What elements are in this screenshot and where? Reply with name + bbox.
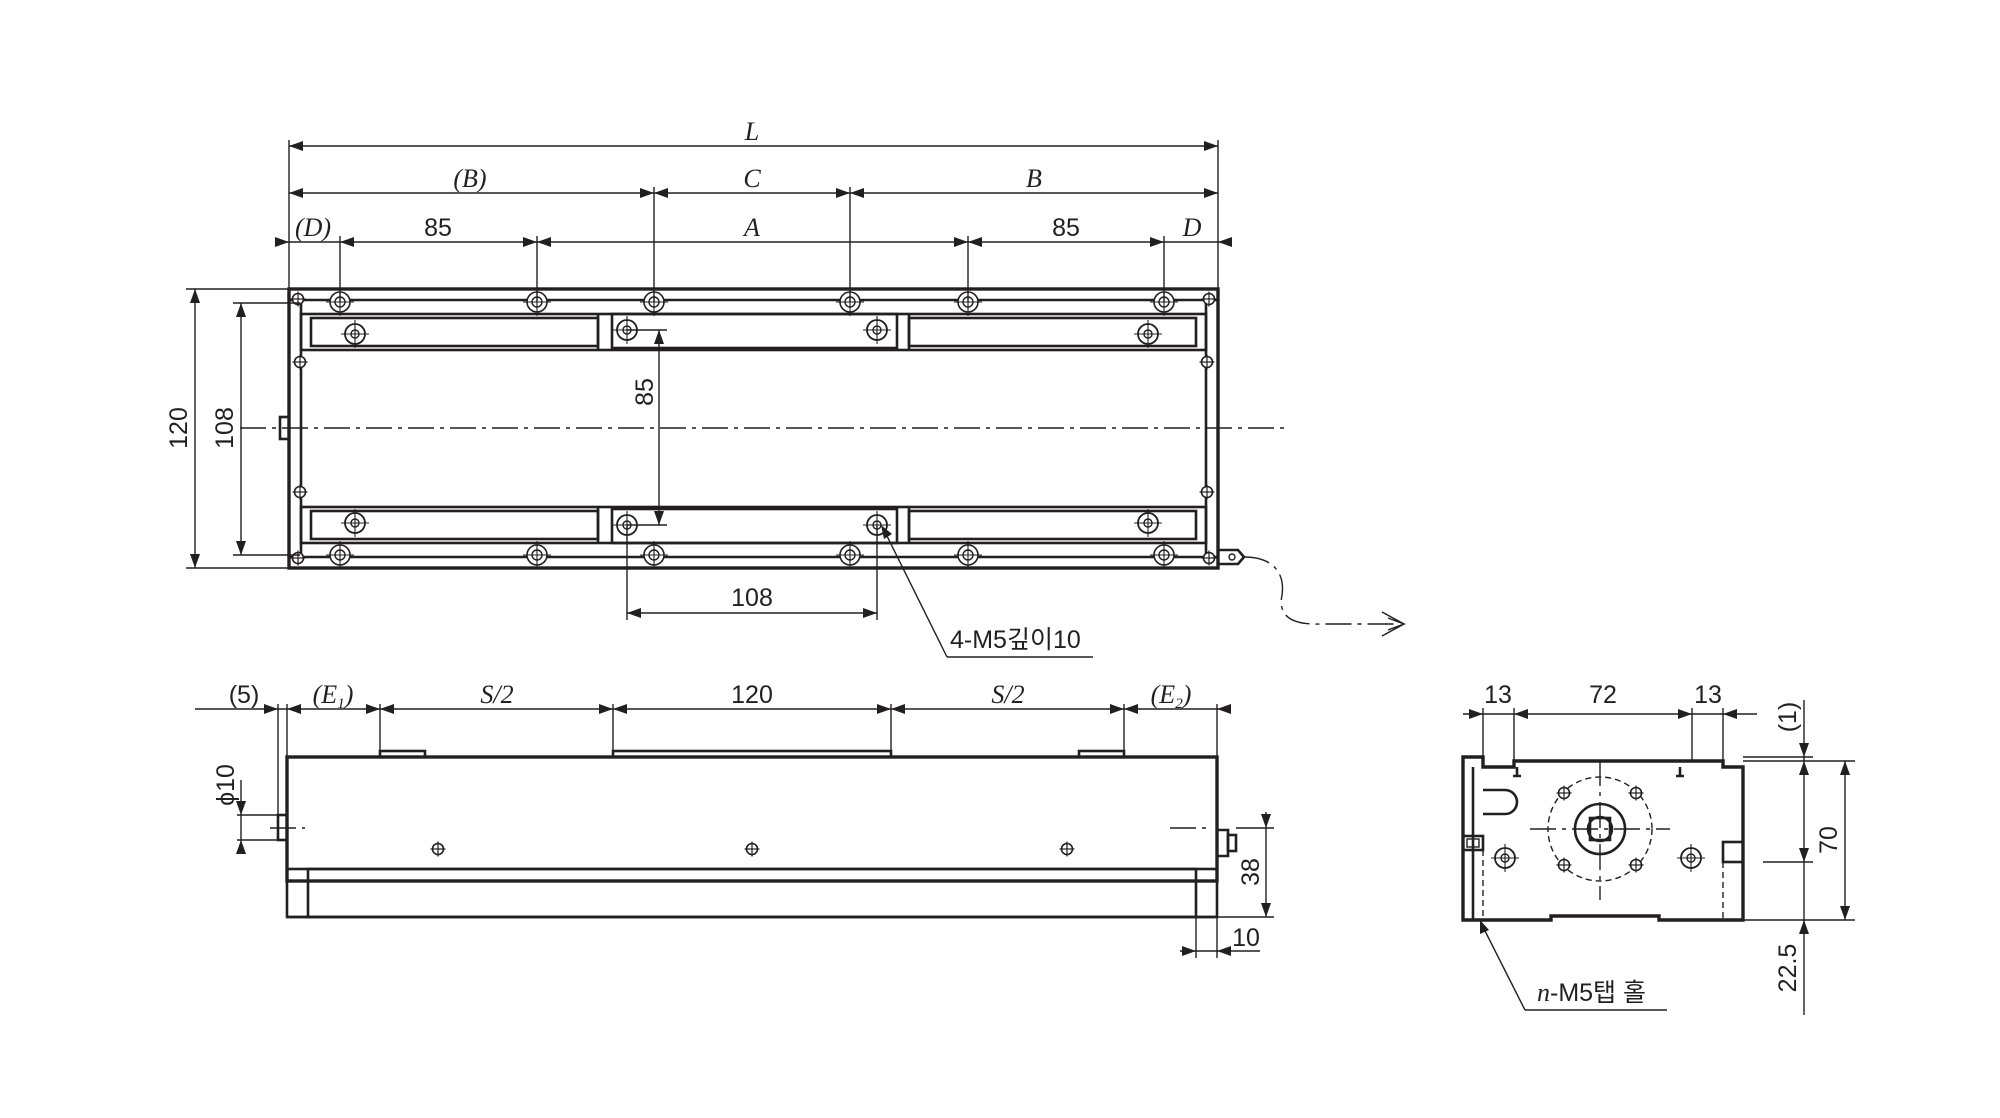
dim-B-reference: (B) (453, 164, 486, 193)
end-view: 13 72 13 (1) 70 22.5 n-M5탭 홀 (1461, 681, 1855, 1015)
bottom-edge-holes (325, 540, 1179, 570)
dim-120-vertical: 120 (165, 407, 193, 449)
dim-38: 38 (1237, 858, 1265, 886)
dim-S-half-left: S/2 (480, 680, 513, 709)
callout-tap-depth: 4-M5깊이10 (950, 626, 1081, 654)
dim-108-bottom: 108 (731, 584, 773, 612)
dim-S-half-right: S/2 (991, 680, 1024, 709)
dim-72: 72 (1589, 681, 1617, 709)
top-edge-holes (325, 287, 1179, 317)
dim-L: L (744, 117, 759, 146)
dim-5: (5) (229, 681, 260, 709)
dim-108-vertical: 108 (211, 407, 239, 449)
dim-phi10: ϕ10 (212, 764, 240, 806)
dim-13-left: 13 (1484, 681, 1512, 709)
dim-1: (1) (1774, 702, 1802, 733)
bottom-carriage-center (610, 507, 899, 545)
end-body-outline (1461, 755, 1745, 922)
cable-line (1243, 556, 1395, 625)
dim-C: C (743, 164, 761, 193)
dim-A: A (742, 213, 760, 242)
dim-D: D (1182, 213, 1202, 242)
dim-E1: (E1) (313, 680, 354, 712)
dim-85-left: 85 (424, 214, 452, 242)
front-view: (5) (E1) S/2 120 S/2 (E2) ϕ10 38 10 (195, 680, 1274, 958)
dim-E2: (E2) (1151, 680, 1192, 712)
dim-10: 10 (1232, 924, 1260, 952)
top-view: L (B) C B (D) 85 A 85 D (165, 117, 1406, 658)
dim-B: B (1026, 164, 1042, 193)
dim-22-5: 22.5 (1774, 944, 1802, 993)
dim-120-front: 120 (731, 681, 773, 709)
dim-D-reference: (D) (295, 213, 331, 242)
front-body-outline (285, 755, 1219, 883)
dim-13-right: 13 (1694, 681, 1722, 709)
callout-tap-hole: n-M5탭 홀 (1537, 978, 1646, 1007)
dim-70: 70 (1815, 826, 1843, 854)
dim-85-right: 85 (1052, 214, 1080, 242)
dim-85-vertical: 85 (631, 378, 659, 406)
top-carriage-center (610, 312, 899, 350)
